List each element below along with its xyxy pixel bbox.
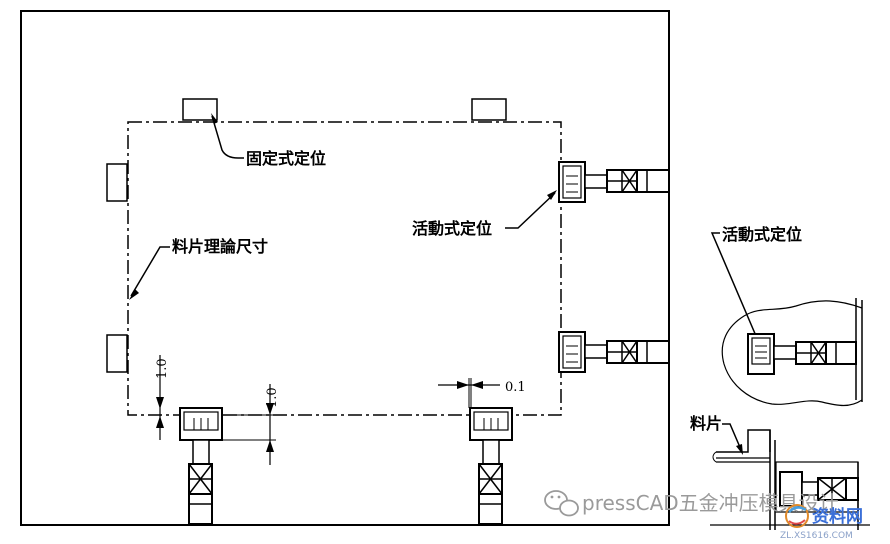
leader-strip [722,423,743,453]
site-name: 资料网 [812,506,863,527]
theoretical-strip-outline [127,121,562,416]
dimension-left-gap-text: 1.0 [155,358,170,379]
dimension-clearance-text: 0.1 [505,380,526,395]
dimension-bottom-gap-text: 1.0 [265,387,280,408]
leader-fixed-arrow [211,113,218,124]
label-movable-locator: 活動式定位 [412,219,492,238]
watermark: pressCAD五金冲压模具设计 资料网 ZL.XS1616.COM [544,490,863,541]
leader-fixed-locator [211,115,244,159]
leader-strip-arrow [736,444,743,455]
leader-theoretical-arrow [129,289,139,300]
detail-movable-locator [747,333,857,375]
fixed-locator-top-left [182,98,218,121]
movable-locator-bottom-right [469,407,513,525]
fixed-locator-left-top [106,163,128,202]
site-url: ZL.XS1616.COM [780,531,853,541]
movable-locator-right-upper [558,161,670,203]
fixed-locator-top-right [471,98,507,121]
label-movable-locator-detail: 活動式定位 [722,225,802,244]
watermark-text: pressCAD五金冲压模具设计 [582,491,839,515]
section-view [710,429,870,530]
label-fixed-locator: 固定式定位 [246,149,326,168]
site-logo-icon [785,504,809,528]
label-theoretical-size: 料片理論尺寸 [172,237,268,256]
movable-locator-right-lower [558,331,670,373]
dimension-left-gap: 1.0 [155,355,170,440]
leader-theoretical-size [130,246,170,297]
die-plate-frame [20,10,670,526]
movable-locator-bottom-left [179,407,223,525]
leader-detail [710,232,763,351]
fixed-locator-left-bottom [106,334,128,373]
label-strip: 料片 [690,414,722,433]
leader-movable-arrow [547,190,557,200]
dimension-clearance: 0.1 [438,378,526,408]
dimension-bottom-gap: 1.0 [222,384,280,465]
detail-break-outline [721,300,863,407]
leader-movable-locator [505,192,556,229]
wechat-icon [544,490,579,517]
